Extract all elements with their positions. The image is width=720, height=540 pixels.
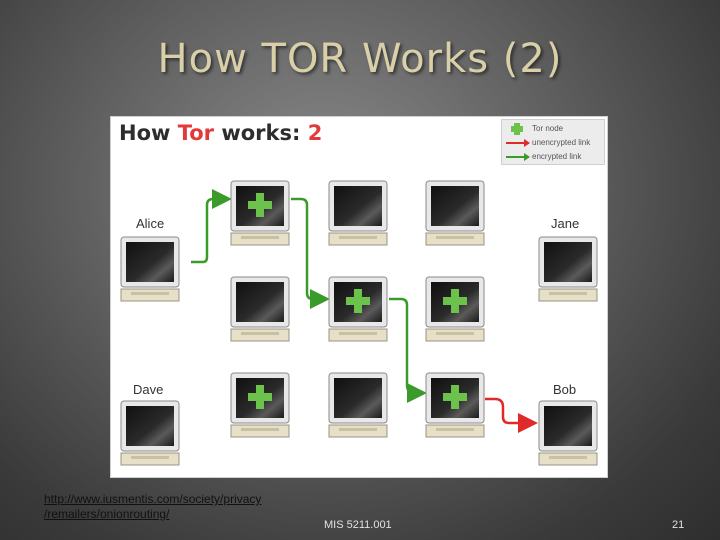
- source-link-line2[interactable]: /remailers/onionrouting/: [44, 507, 314, 522]
- computer-dave: [121, 401, 179, 465]
- link-entry-to-middle: [291, 199, 325, 299]
- source-link-line1[interactable]: http://www.iusmentis.com/society/privacy: [44, 492, 314, 507]
- network-graphic: [111, 117, 609, 479]
- link-middle-to-exit: [389, 299, 422, 393]
- computer-alice: [121, 237, 179, 301]
- tor-diagram: How Tor works: 2 Tor node unencrypted li…: [110, 116, 608, 478]
- page-number: 21: [672, 519, 684, 531]
- tor-node-r1c3: [426, 181, 484, 245]
- link-alice-to-entry: [191, 199, 227, 262]
- link-exit-to-bob: [485, 399, 533, 423]
- course-label: MIS 5211.001: [324, 519, 392, 531]
- tor-node-r2c3: [426, 277, 484, 341]
- tor-node-r1c2: [329, 181, 387, 245]
- tor-node-r1c1: [231, 181, 289, 245]
- tor-node-r2c2: [329, 277, 387, 341]
- tor-node-r3c1: [231, 373, 289, 437]
- computer-jane: [539, 237, 597, 301]
- computer-bob: [539, 401, 597, 465]
- slide-title: How TOR Works (2): [0, 36, 720, 82]
- tor-node-r3c3: [426, 373, 484, 437]
- source-link[interactable]: http://www.iusmentis.com/society/privacy…: [44, 492, 314, 522]
- tor-node-r2c1: [231, 277, 289, 341]
- tor-node-r3c2: [329, 373, 387, 437]
